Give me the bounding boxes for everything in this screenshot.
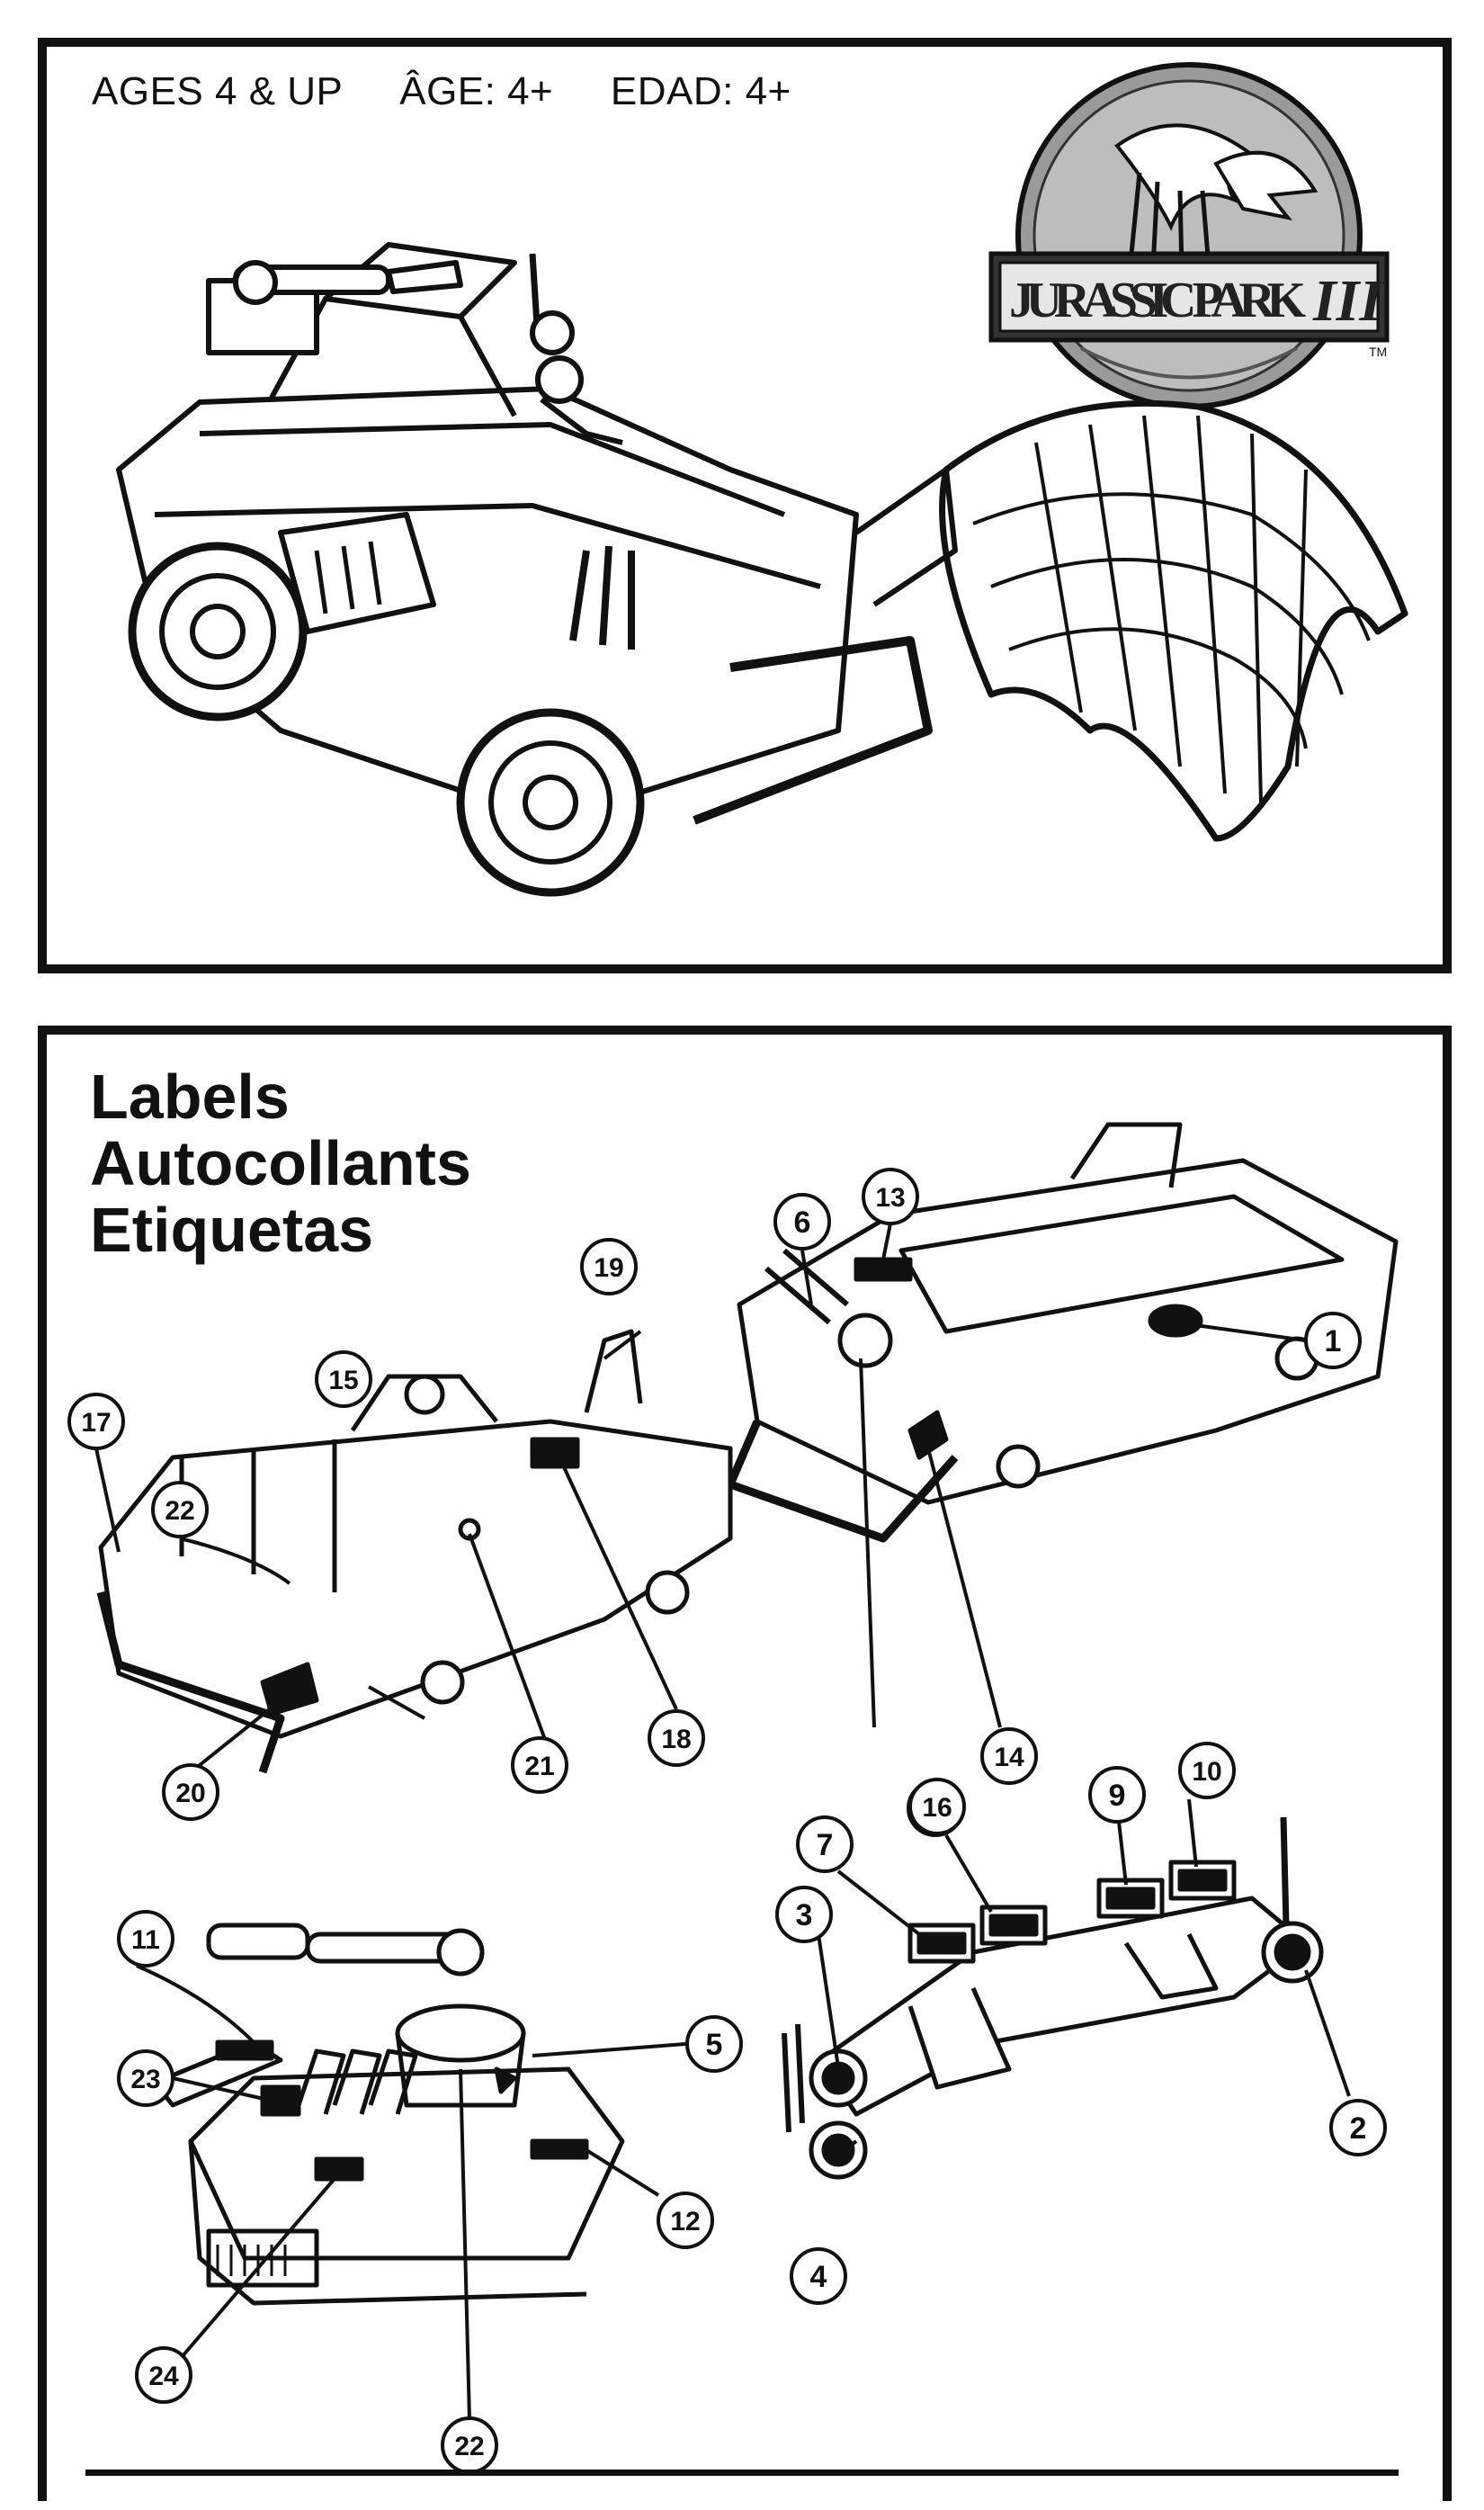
logo-and-vehicle-art: JURASSIC PARK III TM [116,62,1408,897]
label-placement-diagrams: 1 2 3 4 5 6 7 8 9 10 11 12 13 14 15 16 1… [67,1122,1399,2474]
callouts: 1 2 3 4 5 6 7 8 9 10 11 12 13 14 15 16 1… [67,1168,1387,2474]
age-rating-fr: ÂGE: 4+ [399,69,554,113]
svg-text:24: 24 [148,2362,179,2391]
callout-21: 21 [511,1736,568,1794]
labels-title-en: Labels [90,1062,290,1132]
svg-text:14: 14 [994,1743,1024,1772]
svg-text:23: 23 [130,2065,160,2094]
callout-9: 9 [1088,1766,1146,1824]
svg-text:11: 11 [131,1925,160,1955]
gun-pod-part [152,1923,625,2306]
callout-23: 23 [117,2049,174,2107]
svg-text:7: 7 [817,1828,834,1862]
svg-text:10: 10 [1192,1757,1221,1787]
vehicle-rear-view [726,1122,1399,1543]
callout-5: 5 [685,2015,743,2073]
svg-text:9: 9 [1109,1779,1126,1813]
svg-text:13: 13 [875,1183,905,1213]
svg-text:5: 5 [706,2028,723,2062]
callout-2: 2 [1329,2099,1387,2156]
svg-text:2: 2 [1350,2111,1367,2146]
labels-panel: Labels Autocollants Etiquetas [38,1026,1452,2501]
svg-text:21: 21 [524,1752,554,1781]
svg-text:1: 1 [1325,1324,1342,1358]
jurassic-park-logo: JURASSIC PARK III TM [988,62,1390,409]
vehicle-hero-illustration [116,242,1408,897]
svg-text:6: 6 [794,1206,811,1240]
svg-text:4: 4 [810,2260,827,2294]
front-wheel [456,708,645,897]
callout-6: 6 [773,1193,831,1251]
callout-20: 20 [162,1763,219,1821]
logo-trademark: TM [1369,345,1387,359]
cage-shield [854,399,1408,842]
vehicle-side-view [96,1329,733,1774]
callout-12: 12 [657,2192,714,2249]
svg-text:19: 19 [594,1253,623,1283]
light-bar-part [782,1816,1324,2180]
callout-18: 18 [648,1709,705,1767]
callout-7: 7 [796,1815,854,1873]
callout-16: 16 [908,1778,966,1835]
callout-3: 3 [775,1886,833,1943]
age-rating-en: AGES 4 & UP [92,69,343,113]
svg-text:18: 18 [661,1725,691,1754]
callout-13: 13 [862,1168,919,1225]
labels-title-fr: Autocollants [90,1128,471,1198]
svg-text:20: 20 [175,1779,205,1808]
callout-1: 1 [1304,1312,1362,1369]
callout-14: 14 [980,1727,1038,1785]
callout-11: 11 [117,1910,174,1968]
leader-lines [94,1223,1351,2421]
svg-text:17: 17 [81,1408,111,1438]
logo-numeral: III [1312,268,1384,334]
svg-text:22: 22 [454,2432,484,2461]
svg-text:16: 16 [922,1793,952,1823]
svg-text:22: 22 [165,1496,194,1526]
labels-title: Labels Autocollants Etiquetas [90,1063,471,1263]
hero-panel: AGES 4 & UP ÂGE: 4+ EDAD: 4+ JURASSIC PA… [38,38,1452,973]
footer-rule [85,2470,1399,2476]
callout-19: 19 [580,1238,638,1295]
rear-wheel [128,542,308,722]
svg-text:12: 12 [670,2207,700,2237]
callout-10: 10 [1178,1742,1236,1799]
age-rating-es: EDAD: 4+ [610,69,791,113]
svg-text:15: 15 [328,1366,358,1395]
callout-24: 24 [135,2346,192,2404]
callout-15: 15 [315,1350,372,1408]
svg-text:3: 3 [796,1898,813,1932]
logo-wordmark: JURASSIC PARK [1009,273,1306,328]
callout-17: 17 [67,1393,125,1450]
callout-22-vehicle: 22 [151,1481,209,1538]
labels-title-es: Etiquetas [90,1195,374,1265]
callout-22-gun-pod: 22 [441,2416,498,2474]
callout-4: 4 [790,2247,847,2305]
age-rating: AGES 4 & UP ÂGE: 4+ EDAD: 4+ [92,69,791,114]
